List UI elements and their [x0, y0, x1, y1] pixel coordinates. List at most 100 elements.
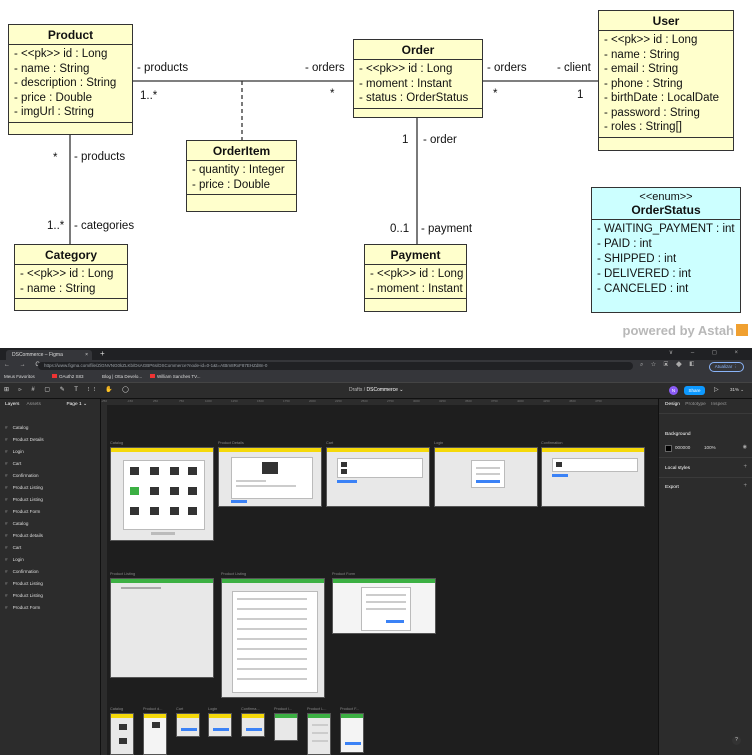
mobile-frame-confirmation[interactable]: [241, 713, 265, 737]
frame-label[interactable]: Confirma...: [241, 707, 260, 711]
layer-item[interactable]: Cart: [5, 461, 22, 466]
frame-product-form[interactable]: [332, 578, 436, 634]
product-thumb: [170, 467, 179, 475]
mobile-frame-catalog[interactable]: [110, 713, 134, 755]
tab-layers[interactable]: Layers: [5, 402, 20, 407]
add-export-icon[interactable]: +: [743, 483, 747, 489]
bookmark-item[interactable]: William Sanches TV...: [150, 373, 201, 381]
association-lines: [69, 80, 598, 244]
layer-item[interactable]: Product Details: [5, 437, 44, 442]
attr: - <<pk>> id : Long: [20, 268, 114, 280]
tab-design[interactable]: Design: [665, 402, 680, 407]
background-opacity-value[interactable]: 100%: [704, 445, 716, 450]
layer-item[interactable]: Product Form: [5, 509, 41, 514]
bookmark-item[interactable]: Blog | Otta Develo...: [102, 373, 142, 381]
layer-item[interactable]: Login: [5, 449, 24, 454]
share-button[interactable]: Share: [684, 386, 705, 395]
divider: [659, 457, 752, 458]
layer-item[interactable]: Cart: [5, 545, 22, 550]
layer-item[interactable]: Product Form: [5, 605, 41, 610]
payment-class-name: Payment: [365, 245, 466, 265]
frame-catalog[interactable]: [110, 447, 214, 541]
mobile-frame-product-listing[interactable]: [274, 713, 298, 741]
help-button[interactable]: ?: [732, 736, 741, 745]
layer-item[interactable]: Login: [5, 557, 24, 562]
tab-inspect[interactable]: Inspect: [711, 402, 727, 407]
layer-item[interactable]: Confirmation: [5, 473, 39, 478]
file-name[interactable]: DSCommerce ⌄: [366, 387, 404, 393]
frame-confirmation[interactable]: [541, 447, 645, 507]
frame-label[interactable]: Confirmation: [541, 441, 563, 445]
tool-icons[interactable]: ⊞ ▹ # ▢ ✎ T ⁝⁝ ✋ ◯: [4, 387, 133, 393]
frame-label[interactable]: Login: [434, 441, 444, 445]
order-class: Order - <<pk>> id : Long - moment : Inst…: [353, 39, 483, 118]
multiplicity-label: 0..1: [390, 223, 410, 235]
layer-item[interactable]: Product Listing: [5, 581, 43, 586]
frame-label[interactable]: Login: [208, 707, 218, 711]
layer-item[interactable]: Catalog: [5, 521, 29, 526]
frame-label[interactable]: Product F...: [340, 707, 360, 711]
background-color-swatch[interactable]: [665, 445, 672, 452]
bookmark-label: Meus Favoritos: [4, 374, 35, 379]
present-icon[interactable]: ▷: [714, 387, 719, 393]
multiplicity-label: 1..*: [47, 220, 65, 232]
frame-product-listing[interactable]: [110, 578, 214, 678]
frame-label[interactable]: Product Listing: [110, 572, 136, 576]
frame-label[interactable]: Product l...: [274, 707, 293, 711]
frame-label[interactable]: Cart: [326, 441, 334, 445]
layer-item[interactable]: Product Listing: [5, 593, 43, 598]
browser-tab[interactable]: DSCommerce – Figma ×: [6, 350, 92, 360]
tab-assets[interactable]: Assets: [26, 402, 41, 407]
text-line: [236, 485, 296, 487]
eye-icon[interactable]: ◉: [742, 444, 747, 450]
navigation-buttons[interactable]: ← → C: [4, 362, 44, 368]
bookmark-item[interactable]: OAuth2 S83: [52, 373, 84, 381]
extension-icons[interactable]: ⌕ ☆ ▣ ◆ ◧: [640, 362, 698, 368]
layer-item[interactable]: Product Listing: [5, 485, 43, 490]
mobile-frame-cart[interactable]: [176, 713, 200, 737]
bookmark-item[interactable]: Meus Favoritos: [4, 373, 35, 381]
frame-label[interactable]: Product L...: [307, 707, 327, 711]
layer-item[interactable]: Catalog: [5, 425, 29, 430]
frame-label[interactable]: Cart: [176, 707, 184, 711]
frame-label[interactable]: Product d...: [143, 707, 163, 711]
mobile-frame-login[interactable]: [208, 713, 232, 737]
product-thumb: [170, 487, 179, 495]
avatar[interactable]: N: [669, 386, 678, 395]
product-thumb: [341, 469, 347, 474]
mobile-frame-product-form[interactable]: [340, 713, 364, 753]
login-button: [476, 480, 500, 483]
layer-item[interactable]: Product Listing: [5, 497, 43, 502]
update-button[interactable]: Atualizar ⋮: [708, 362, 744, 372]
zoom-dropdown[interactable]: 31% ⌄: [730, 387, 745, 392]
role-label: - order: [423, 134, 457, 146]
frame-login[interactable]: [434, 447, 538, 507]
frame-label[interactable]: Product Listing: [221, 572, 247, 576]
order-class-name: Order: [354, 40, 482, 60]
mobile-frame-product-details[interactable]: [143, 713, 167, 755]
breadcrumb[interactable]: Drafts /: [349, 387, 366, 393]
tab-prototype[interactable]: Prototype: [685, 402, 706, 407]
login-button: [213, 728, 229, 731]
frame-product-details[interactable]: [218, 447, 322, 507]
product-thumb: [150, 507, 159, 515]
close-icon[interactable]: ×: [85, 352, 88, 358]
frame-label[interactable]: Catalog: [110, 441, 124, 445]
frame-cart[interactable]: [326, 447, 430, 507]
frame-label[interactable]: Product Form: [332, 572, 355, 576]
layer-item[interactable]: Product details: [5, 533, 43, 538]
tab-title: DSCommerce – Figma: [12, 352, 63, 358]
frame-label[interactable]: Product Details: [218, 441, 244, 445]
window-controls[interactable]: ∨ – ◻ ×: [668, 350, 746, 356]
background-color-value[interactable]: 000000: [675, 445, 691, 450]
url-input[interactable]: https://www.figma.com/file/ZiGNVNG0kZLKb…: [38, 362, 633, 370]
frame-label[interactable]: Catalog: [110, 707, 124, 711]
mobile-frame-product-listing-2[interactable]: [307, 713, 331, 755]
page-selector[interactable]: Page 1 ⌄: [66, 402, 87, 407]
new-tab-button[interactable]: +: [100, 349, 105, 358]
layer-item[interactable]: Confirmation: [5, 569, 39, 574]
frame-product-listing-2[interactable]: [221, 578, 325, 698]
add-style-icon[interactable]: +: [743, 464, 747, 470]
order-attributes: - <<pk>> id : Long - moment : Instant - …: [354, 60, 482, 109]
